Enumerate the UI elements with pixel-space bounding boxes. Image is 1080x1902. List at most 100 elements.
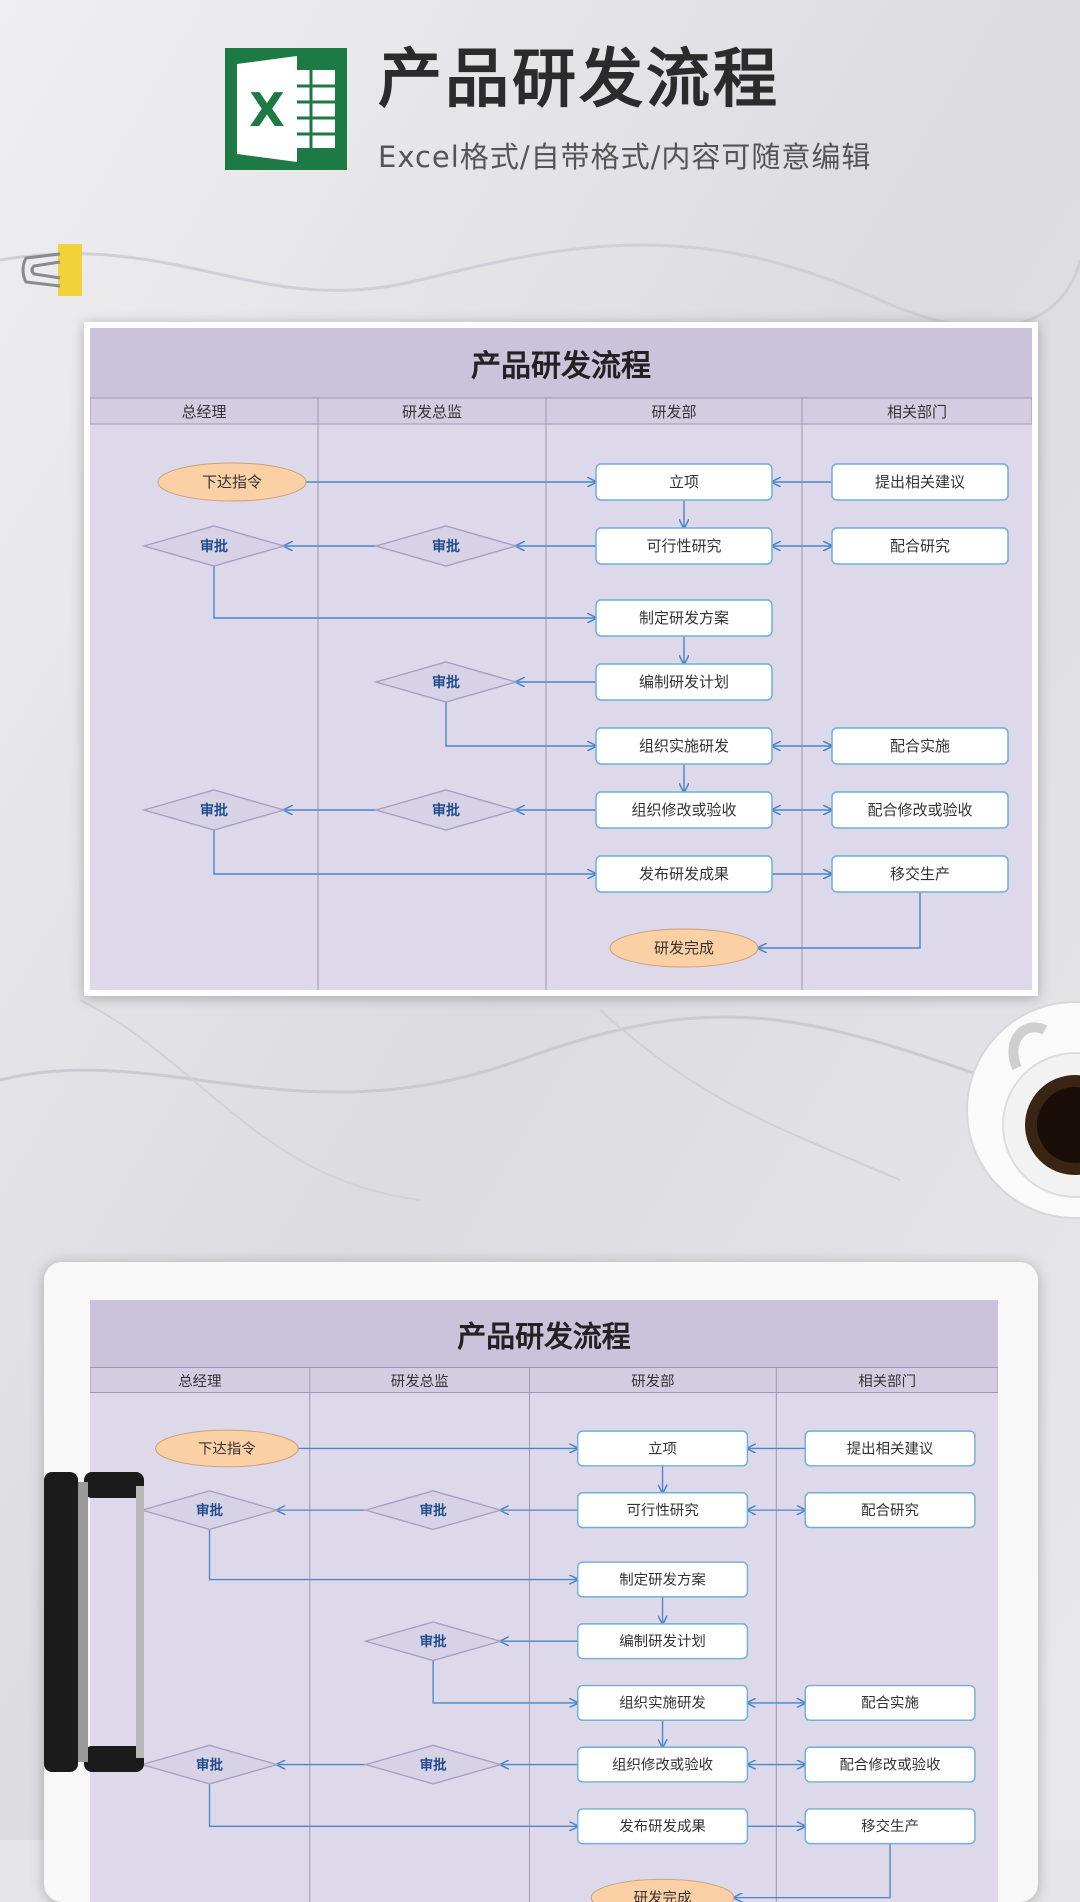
approve-diamond xyxy=(139,1744,280,1785)
arrow-gm-to-publish xyxy=(208,1783,578,1826)
approve-label: 审批 xyxy=(432,674,460,691)
related-step-box xyxy=(804,1746,976,1783)
end-label: 研发完成 xyxy=(654,939,714,957)
dept-step-label: 立项 xyxy=(669,473,699,491)
lane-header: 总经理 xyxy=(181,403,226,421)
approve-label: 审批 xyxy=(200,802,228,819)
related-step-label: 配合修改或验收 xyxy=(840,1756,941,1773)
approve-diamond xyxy=(373,789,519,831)
related-step-label: 配合实施 xyxy=(861,1695,919,1712)
dept-step-label: 编制研发计划 xyxy=(639,673,729,691)
related-step-label: 移交生产 xyxy=(890,865,950,883)
coffee-cup-icon xyxy=(966,1001,1080,1219)
approve-diamond xyxy=(363,1621,504,1662)
start-oval xyxy=(157,462,307,502)
related-step-box xyxy=(804,1492,976,1529)
dept-step-box xyxy=(595,463,773,501)
sheet-background xyxy=(90,1300,998,1902)
dept-step-label: 可行性研究 xyxy=(626,1502,698,1519)
related-step-box xyxy=(804,1684,976,1721)
dept-step-label: 编制研发计划 xyxy=(619,1633,706,1650)
dept-step-label: 制定研发方案 xyxy=(619,1570,706,1588)
related-step-label: 配合修改或验收 xyxy=(867,801,972,819)
dept-step-box xyxy=(595,599,773,637)
page-subtitle: Excel格式/自带格式/内容可随意编辑 xyxy=(378,140,872,174)
dept-step-label: 发布研发成果 xyxy=(639,865,729,883)
lane-header: 研发总监 xyxy=(391,1373,449,1390)
related-step-label: 配合实施 xyxy=(890,737,950,755)
approve-label: 审批 xyxy=(200,538,228,555)
lane-header: 研发部 xyxy=(631,1373,674,1390)
dept-step-label: 制定研发方案 xyxy=(639,609,729,627)
dept-step-box xyxy=(577,1492,749,1529)
dept-step-box xyxy=(577,1746,749,1783)
dept-step-label: 组织修改或验收 xyxy=(612,1756,713,1773)
flowchart-sheet: 产品研发流程总经理研发总监研发部相关部门下达指令立项可行性研究制定研发方案编制研… xyxy=(84,322,1038,996)
arrow-transfer-to-end xyxy=(758,892,921,948)
related-step-label: 配合研究 xyxy=(861,1502,919,1519)
lane-header: 相关部门 xyxy=(858,1373,916,1390)
dept-step-label: 组织修改或验收 xyxy=(631,801,736,819)
title-band xyxy=(90,1300,998,1368)
title-band xyxy=(90,328,1032,398)
arrow-approve-to-implement xyxy=(445,702,596,746)
lane-header-band xyxy=(90,1366,998,1394)
clipboard-preview: 产品研发流程总经理 研发总监 研发部 相关部门下达指令 立项可行性研究制定研发方案编制研… xyxy=(44,1262,1038,1902)
dept-step-box xyxy=(577,1623,749,1660)
related-step-label: 移交生产 xyxy=(861,1817,919,1835)
approve-diamond xyxy=(373,661,519,703)
arrow-gm-to-plan xyxy=(213,566,596,618)
approve-label: 审批 xyxy=(196,1502,223,1519)
dept-step-box xyxy=(577,1430,749,1467)
excel-icon: X xyxy=(225,48,347,170)
related-step-box xyxy=(804,1430,976,1467)
dept-step-box xyxy=(577,1561,749,1598)
dept-step-box xyxy=(595,663,773,701)
related-step-label: 提出相关建议 xyxy=(875,473,965,491)
clipboard-clip-icon xyxy=(44,1472,144,1772)
approve-label: 审批 xyxy=(196,1756,223,1773)
dept-step-label: 组织实施研发 xyxy=(619,1695,706,1712)
arrow-gm-to-plan xyxy=(208,1529,578,1579)
approve-label: 审批 xyxy=(420,1633,447,1650)
dept-step-label: 立项 xyxy=(648,1440,677,1457)
lane-header-band xyxy=(90,397,1032,425)
start-label: 下达指令 xyxy=(198,1440,256,1457)
dept-step-box xyxy=(595,855,773,893)
lane-header: 相关部门 xyxy=(887,403,947,421)
lane-header: 总经理 xyxy=(178,1373,221,1390)
approve-label: 审批 xyxy=(432,538,460,555)
arrow-approve-to-implement xyxy=(432,1660,578,1703)
flowchart-title: 产品研发流程 xyxy=(457,1319,631,1353)
related-step-box xyxy=(831,855,1009,893)
related-step-label: 配合研究 xyxy=(890,537,950,555)
dept-step-box xyxy=(595,727,773,765)
end-oval xyxy=(609,928,759,968)
arrow-gm-to-publish xyxy=(213,830,596,874)
approve-diamond xyxy=(363,1744,504,1785)
start-oval xyxy=(155,1429,299,1468)
dept-step-box xyxy=(595,791,773,829)
approve-diamond xyxy=(373,525,519,567)
approve-label: 审批 xyxy=(432,802,460,819)
related-step-box xyxy=(831,791,1009,829)
dept-step-box xyxy=(595,527,773,565)
end-label: 研发完成 xyxy=(634,1889,692,1902)
related-step-box xyxy=(831,463,1009,501)
approve-diamond xyxy=(363,1490,504,1531)
approve-label: 审批 xyxy=(420,1502,447,1519)
related-step-box xyxy=(831,727,1009,765)
related-step-label: 提出相关建议 xyxy=(847,1440,934,1457)
related-step-box xyxy=(831,527,1009,565)
lane-header: 研发部 xyxy=(651,403,696,421)
approve-label: 审批 xyxy=(420,1756,447,1773)
approve-diamond xyxy=(139,1490,280,1531)
dept-step-label: 组织实施研发 xyxy=(639,737,729,755)
approve-diamond xyxy=(141,789,287,831)
page-title: 产品研发流程 xyxy=(378,43,780,117)
dept-step-box xyxy=(577,1684,749,1721)
start-label: 下达指令 xyxy=(202,473,262,491)
binder-clip-icon xyxy=(21,244,82,296)
flowchart-title: 产品研发流程 xyxy=(471,349,651,384)
approve-diamond xyxy=(141,525,287,567)
